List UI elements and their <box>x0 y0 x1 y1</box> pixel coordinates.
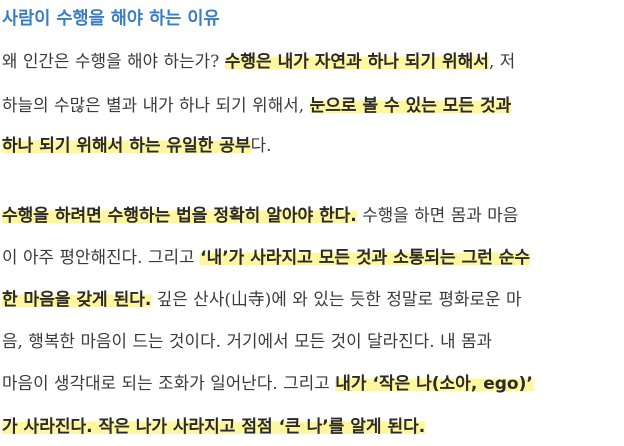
body-text: , 저 <box>488 51 516 71</box>
body-text: 음, 행복한 마음이 드는 것이다. 거기에서 모든 것이 달라진다. 내 몸과 <box>2 331 493 351</box>
text-line: 한 마음을 갖게 된다. 깊은 산사(山寺)에 와 있는 듯한 정말로 평화로운… <box>2 282 522 316</box>
body-text: 깊은 산사(山寺)에 와 있는 듯한 정말로 평화로운 마 <box>151 289 522 309</box>
highlighted-text: 가 사라진다. 작은 나가 사라지고 점점 ‘큰 나’를 알게 된다. <box>2 417 426 437</box>
body-text: 다. <box>250 135 272 155</box>
text-line: 음, 행복한 마음이 드는 것이다. 거기에서 모든 것이 달라진다. 내 몸과 <box>2 324 492 358</box>
text-line: 왜 인간은 수행을 해야 하는가? 수행은 내가 자연과 하나 되기 위해서, … <box>2 44 515 78</box>
highlighted-text: 내가 ‘작은 나(소아, ego)’ <box>335 374 533 394</box>
text-line: 마음이 생각대로 되는 조화가 일어난다. 그리고 내가 ‘작은 나(소아, e… <box>2 366 533 400</box>
text-line: 하늘의 수많은 별과 내가 하나 되기 위해서, 눈으로 볼 수 있는 모든 것… <box>2 88 512 122</box>
body-text: 마음이 생각대로 되는 조화가 일어난다. 그리고 <box>2 373 336 393</box>
highlighted-text: 수행은 내가 자연과 하나 되기 위해서 <box>224 52 489 72</box>
section-heading: 사람이 수행을 해야 하는 이유 <box>2 9 220 29</box>
text-line: 가 사라진다. 작은 나가 사라지고 점점 ‘큰 나’를 알게 된다. <box>2 410 426 444</box>
highlighted-text: 한 마음을 갖게 된다. <box>2 290 152 310</box>
text-line: 하나 되기 위해서 하는 유일한 공부다. <box>2 128 272 162</box>
highlighted-text: 눈으로 볼 수 있는 모든 것과 <box>309 96 512 116</box>
highlighted-text: 수행을 하려면 수행하는 법을 정확히 알아야 한다. <box>2 206 357 226</box>
body-text: 하늘의 수많은 별과 내가 하나 되기 위해서, <box>2 95 310 115</box>
highlighted-text: ‘내’가 사라지고 모든 것과 소통되는 그런 순수 <box>200 248 531 268</box>
body-text: 이 아주 평안해진다. 그리고 <box>2 247 201 267</box>
text-line: 수행을 하려면 수행하는 법을 정확히 알아야 한다. 수행을 하면 몸과 마음 <box>2 198 518 232</box>
body-text: 왜 인간은 수행을 해야 하는가? <box>2 51 225 71</box>
highlighted-text: 하나 되기 위해서 하는 유일한 공부 <box>2 136 251 156</box>
body-text: 수행을 하면 몸과 마음 <box>356 205 519 225</box>
text-line: 이 아주 평안해진다. 그리고 ‘내’가 사라지고 모든 것과 소통되는 그런 … <box>2 240 531 274</box>
